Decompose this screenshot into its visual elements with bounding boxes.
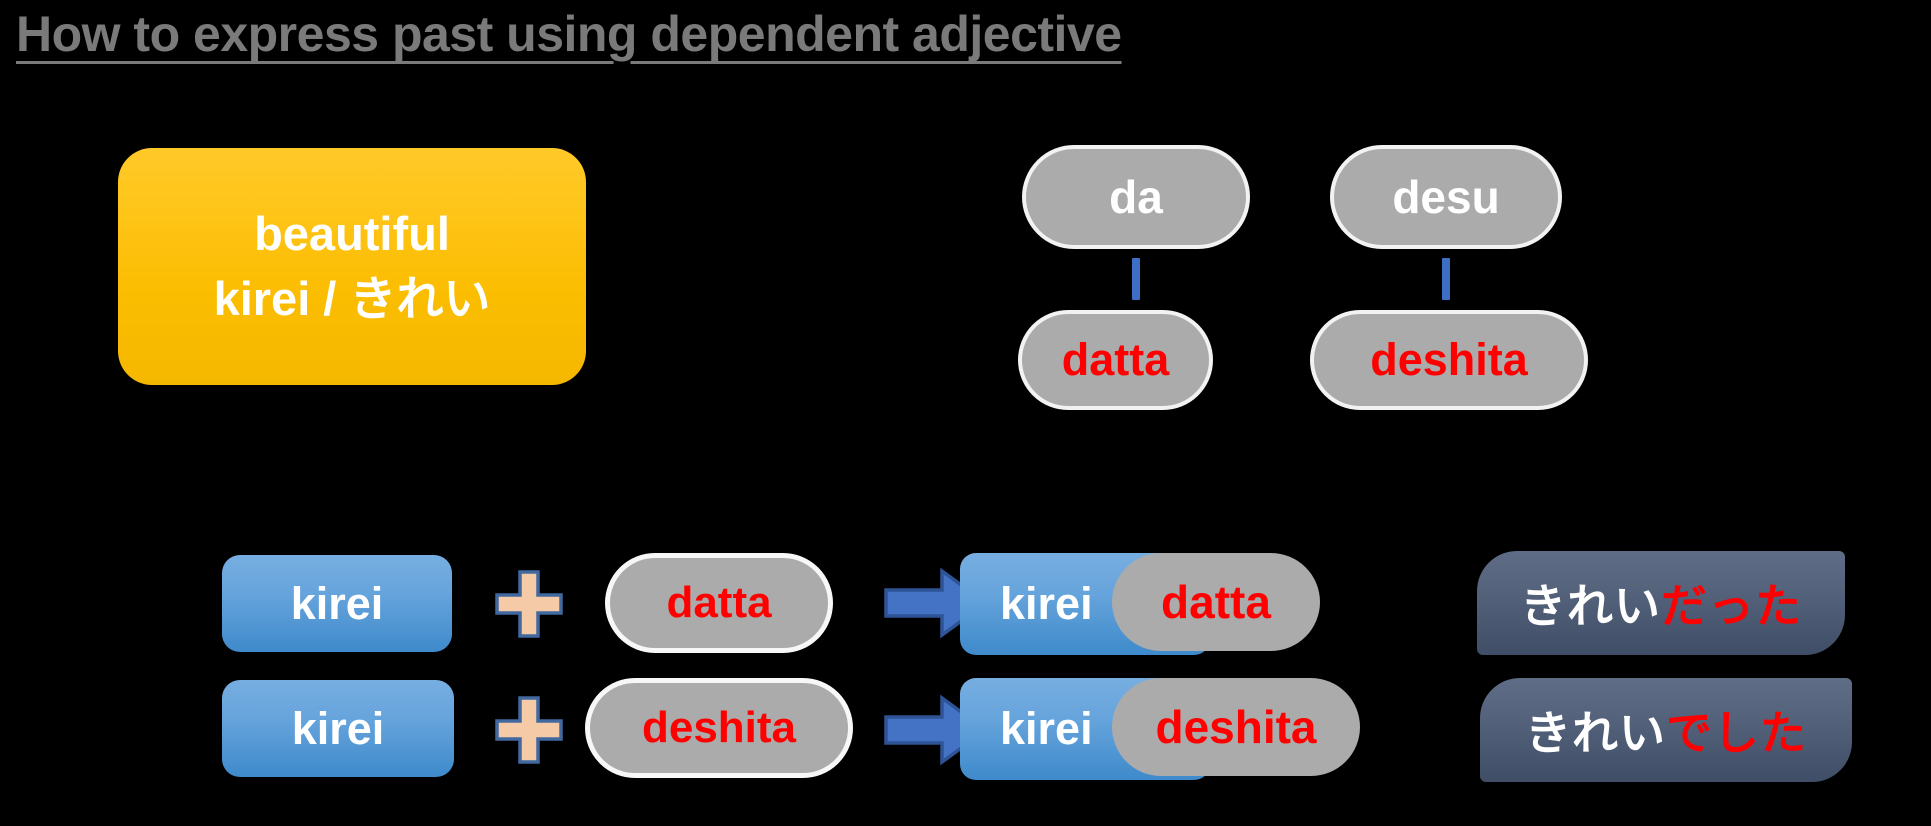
kirei-word-card: beautiful kirei / きれい [118,148,586,385]
result-romaji-kirei-deshita: kirei deshita [960,678,1360,780]
plus-icon [494,695,564,765]
copula-operand-deshita: deshita [585,678,853,778]
copula-pill-da: da [1022,145,1250,249]
result-suffix-datta: datta [1112,553,1320,651]
copula-operand-datta: datta [605,553,833,653]
result-suffix-deshita: deshita [1112,678,1360,776]
result-romaji-kirei-datta: kirei datta [960,553,1320,655]
result-kana-kirei-deshita: きれいでした [1480,678,1852,782]
connector-line-da-datta [1132,258,1140,300]
copula-pill-datta: datta [1018,310,1213,410]
equation-row-datta: kirei datta kirei datta きれいだった [0,545,1931,675]
result-kana-base: きれい [1520,580,1661,632]
word-card-english: beautiful [254,207,450,261]
plus-icon [494,569,564,639]
copula-pill-deshita: deshita [1310,310,1588,410]
adjective-box-kirei: kirei [222,555,452,652]
result-kana-suffix: でした [1666,707,1807,759]
result-kana-suffix: だった [1661,580,1802,632]
page-title: How to express past using dependent adje… [16,6,1122,62]
connector-line-desu-deshita [1442,258,1450,300]
result-kana-kirei-datta: きれいだった [1477,551,1845,655]
word-card-romaji-kana: kirei / きれい [213,271,491,325]
copula-pill-desu: desu [1330,145,1562,249]
equation-row-deshita: kirei deshita kirei deshita きれいでした [0,668,1931,798]
adjective-box-kirei: kirei [222,680,454,777]
result-kana-base: きれい [1525,707,1666,759]
